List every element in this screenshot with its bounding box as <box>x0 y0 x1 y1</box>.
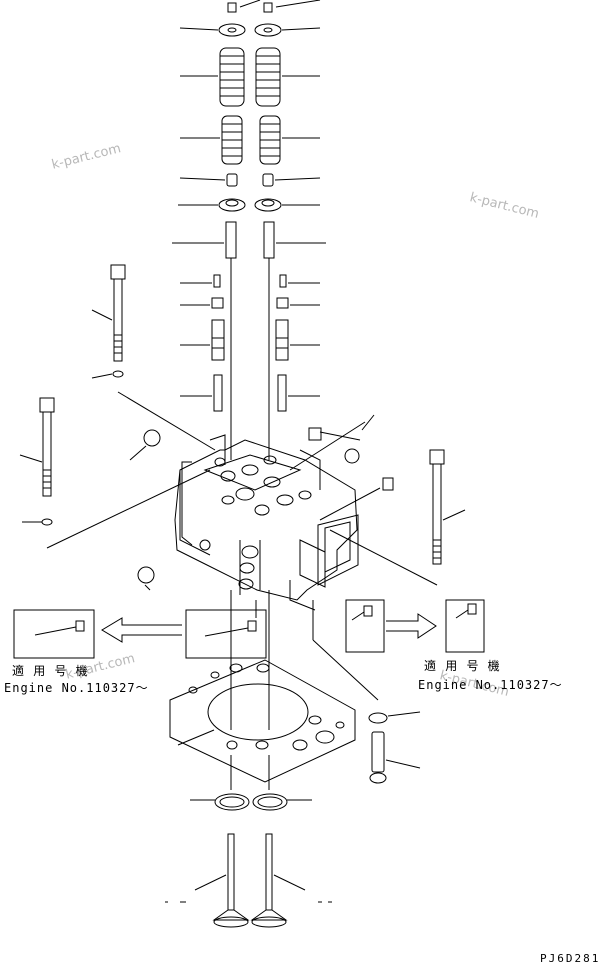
head-bolt-right <box>329 449 466 586</box>
center-inset-box <box>185 600 267 659</box>
lower-spring-seat-pair <box>178 198 320 212</box>
intake-valve <box>194 833 250 928</box>
expansion-plug-group <box>129 414 394 591</box>
drawing-code: PJ6D281 <box>540 952 601 965</box>
outer-valve-spring-pair <box>180 47 320 107</box>
cylinder-head-block <box>174 434 359 611</box>
left-engine-number: Engine No.110327～ <box>4 681 149 695</box>
injector-sleeve <box>369 731 421 784</box>
left-arrow <box>101 617 182 643</box>
guide-pin-pair <box>180 374 320 412</box>
right-inset-box-b <box>445 599 485 653</box>
head-gasket <box>169 659 356 783</box>
sleeve-pair <box>180 274 320 288</box>
head-bolt-left-upper <box>91 264 216 451</box>
left-applicability-jp: 適 用 号 機 <box>12 664 89 678</box>
valve-seat-insert-pair <box>190 793 312 811</box>
right-applicability-jp: 適 用 号 機 <box>424 659 501 673</box>
right-arrow <box>386 613 437 639</box>
valve-stem-seal-pair <box>179 173 321 187</box>
spring-retainer-pair <box>179 23 321 37</box>
valve-guide-pair <box>172 221 326 259</box>
crosshead-pair <box>180 319 320 361</box>
right-engine-number: Engine No.110327～ <box>418 678 563 692</box>
head-bolt-left-lower <box>19 397 211 549</box>
left-inset-box <box>13 609 95 659</box>
adjust-nut-pair <box>180 297 320 309</box>
seal-washer <box>312 600 421 724</box>
valve-axis-lines <box>230 258 270 790</box>
inner-valve-spring-pair <box>180 115 320 165</box>
exhaust-valve <box>250 833 306 928</box>
valve-collet-pair <box>227 0 321 13</box>
right-inset-box-a <box>345 599 385 653</box>
